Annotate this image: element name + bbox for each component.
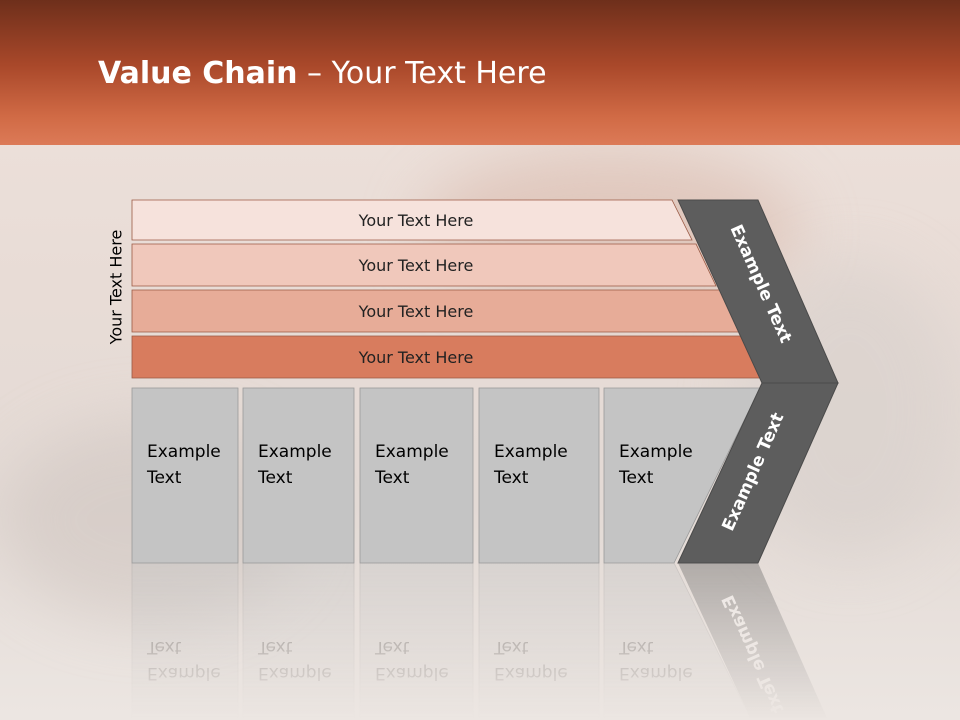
support-bar-label: Your Text Here [358,211,474,230]
svg-text:Text: Text [257,637,293,657]
svg-text:Text: Text [493,637,529,657]
support-bar-label: Your Text Here [358,302,474,321]
activity-cell [359,387,474,564]
svg-text:Text: Text [374,637,410,657]
activity-cell [242,387,355,564]
svg-text:Example: Example [147,663,221,683]
svg-text:Example: Example [494,663,568,683]
activity-cell [131,387,239,564]
svg-text:Text: Text [618,637,654,657]
support-bar [131,199,693,241]
svg-text:Example: Example [619,663,693,683]
svg-text:Text: Text [146,637,182,657]
svg-text:Example: Example [375,663,449,683]
svg-text:Example: Example [258,663,332,683]
support-bar [131,243,717,287]
title-banner [0,0,960,145]
activity-cell [478,387,600,564]
page-title: Value Chain – Your Text Here [98,56,547,91]
chevron: Example Text Example Text [677,199,839,564]
support-bar-label: Your Text Here [358,348,474,367]
primary-activities [131,387,761,564]
support-bar-label: Your Text Here [358,256,474,275]
